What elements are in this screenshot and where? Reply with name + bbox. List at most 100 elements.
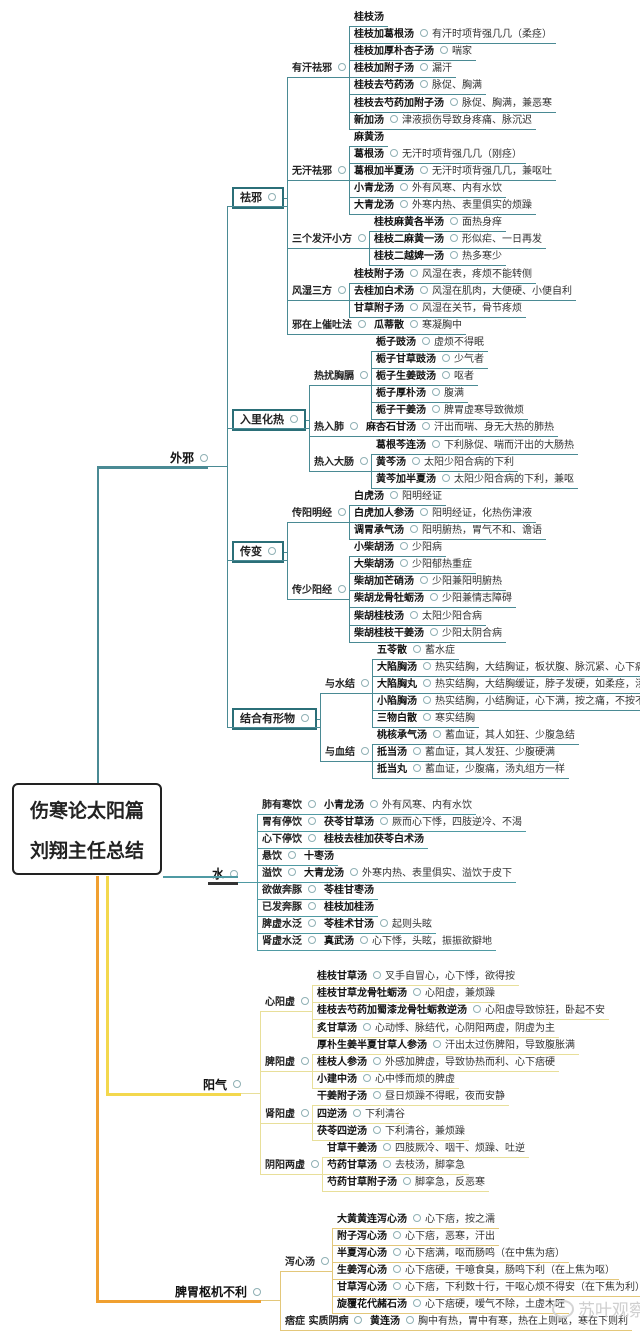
- collapse-toggle-icon[interactable]: [400, 542, 408, 551]
- formula-node[interactable]: 白虎加人参汤阳明经证，化热伤津液: [354, 506, 532, 522]
- formula-node[interactable]: 附子泻心汤心下痞，恶寒，汗出: [337, 1229, 495, 1245]
- collapse-toggle-icon[interactable]: [360, 936, 368, 944]
- topic-node[interactable]: 入里化热: [232, 408, 306, 431]
- formula-node[interactable]: 小青龙汤外有风寒、内有水饮: [324, 798, 472, 814]
- formula-node[interactable]: 桂枝二越婢一汤热多寒少: [374, 249, 502, 265]
- collapse-toggle-icon[interactable]: [420, 63, 428, 72]
- collapse-toggle-icon[interactable]: [200, 453, 209, 462]
- formula-node[interactable]: 栀子生姜豉汤呕者: [376, 369, 474, 385]
- formula-node[interactable]: 桂枝人参汤外感加脾虚，导致协热而利、心下痞硬: [317, 1055, 555, 1071]
- collapse-toggle-icon[interactable]: [423, 661, 431, 670]
- collapse-toggle-icon[interactable]: [308, 936, 316, 944]
- formula-node[interactable]: 桃核承气汤蓄血证，其人如狂、少腹急结: [377, 728, 575, 744]
- collapse-toggle-icon[interactable]: [373, 1057, 381, 1065]
- collapse-toggle-icon[interactable]: [288, 868, 296, 876]
- collapse-toggle-icon[interactable]: [338, 584, 346, 593]
- topic-node[interactable]: 欲做奔豚: [262, 883, 316, 899]
- formula-node[interactable]: 大青龙汤外寒内热、表里俱实的烦躁: [354, 198, 532, 214]
- collapse-toggle-icon[interactable]: [301, 1057, 309, 1065]
- formula-node[interactable]: 旋覆花代赭石汤心下痞硬，嗳气不除，土虚木旺: [337, 1297, 565, 1313]
- collapse-toggle-icon[interactable]: [420, 576, 428, 585]
- collapse-toggle-icon[interactable]: [288, 851, 296, 859]
- formula-node[interactable]: 大青龙汤外寒内热、表里俱实、溢饮于皮下: [304, 866, 512, 882]
- collapse-toggle-icon[interactable]: [373, 971, 381, 979]
- topic-node[interactable]: 心下停饮: [262, 832, 316, 848]
- collapse-toggle-icon[interactable]: [390, 490, 398, 499]
- collapse-toggle-icon[interactable]: [432, 405, 440, 414]
- collapse-toggle-icon[interactable]: [393, 1265, 401, 1273]
- formula-node[interactable]: 甘草附子汤风湿在关节，骨节疼烦: [354, 301, 522, 317]
- collapse-toggle-icon[interactable]: [440, 46, 448, 55]
- formula-node[interactable]: 甘草干姜汤四肢厥冷、咽干、烦躁、吐逆: [327, 1141, 525, 1157]
- topic-node[interactable]: 肾阳虚: [265, 1107, 309, 1123]
- collapse-toggle-icon[interactable]: [301, 714, 309, 723]
- formula-node[interactable]: 抵当丸蓄血证，少腹痛，汤丸组方一样: [377, 762, 565, 778]
- topic-node[interactable]: 邪在上催吐法: [292, 318, 366, 334]
- collapse-toggle-icon[interactable]: [433, 730, 441, 739]
- formula-node[interactable]: 栀子豉汤虚烦不得眠: [376, 335, 484, 351]
- collapse-toggle-icon[interactable]: [430, 593, 438, 602]
- formula-node[interactable]: 炙甘草汤心动悸、脉结代，心阴阳两虚，阴虚为主: [317, 1021, 555, 1037]
- main-branch-node[interactable]: 脾胃枢机不利: [175, 1284, 262, 1300]
- formula-node[interactable]: 芍药甘草附子汤脚挛急，反恶寒: [327, 1175, 485, 1191]
- collapse-toggle-icon[interactable]: [338, 285, 346, 294]
- topic-node[interactable]: 与水结: [325, 677, 369, 693]
- collapse-toggle-icon[interactable]: [410, 319, 418, 328]
- collapse-toggle-icon[interactable]: [432, 439, 440, 448]
- collapse-toggle-icon[interactable]: [350, 422, 358, 431]
- formula-node[interactable]: 黄芩汤太阳少阳合病的下利: [376, 455, 514, 471]
- collapse-toggle-icon[interactable]: [308, 834, 316, 842]
- collapse-toggle-icon[interactable]: [410, 610, 418, 619]
- collapse-toggle-icon[interactable]: [413, 644, 421, 653]
- collapse-toggle-icon[interactable]: [450, 217, 458, 226]
- formula-node[interactable]: 小青龙汤外有风寒、内有水饮: [354, 181, 502, 197]
- formula-node[interactable]: 芍药甘草汤去枝汤，脚挛急: [327, 1158, 465, 1174]
- formula-node[interactable]: 葛根汤无汗时项背强几几（刚痉）: [354, 147, 522, 163]
- formula-node[interactable]: 大柴胡汤少阳郁热重症: [354, 557, 472, 573]
- formula-node[interactable]: 大黄黄连泻心汤心下痞，按之濡: [337, 1212, 495, 1228]
- topic-node[interactable]: 传阳明经: [292, 506, 346, 522]
- collapse-toggle-icon[interactable]: [290, 414, 298, 423]
- formula-node[interactable]: 桂枝加厚朴杏子汤喘家: [354, 44, 472, 60]
- collapse-toggle-icon[interactable]: [420, 80, 428, 89]
- collapse-toggle-icon[interactable]: [450, 234, 458, 243]
- topic-node[interactable]: 泻心汤: [285, 1255, 329, 1271]
- topic-node[interactable]: 风湿三方: [292, 284, 346, 300]
- topic-node[interactable]: 溢饮: [262, 866, 296, 882]
- formula-node[interactable]: 桂枝加桂汤: [324, 900, 374, 916]
- formula-node[interactable]: 桂枝去桂加茯苓白术汤: [324, 832, 424, 848]
- formula-node[interactable]: 栀子厚朴汤腹满: [376, 386, 464, 402]
- formula-node[interactable]: 干姜附子汤昼日烦躁不得眠，夜而安静: [317, 1089, 505, 1105]
- collapse-toggle-icon[interactable]: [410, 268, 418, 277]
- formula-node[interactable]: 三物白散寒实结胸: [377, 711, 475, 727]
- collapse-toggle-icon[interactable]: [360, 371, 368, 380]
- collapse-toggle-icon[interactable]: [373, 1125, 381, 1134]
- formula-node[interactable]: 真武汤心下悸，头眩，振振欲擗地: [324, 934, 492, 950]
- formula-node[interactable]: 葛根加半夏汤无汗时项背强几几，兼呕吐: [354, 164, 552, 180]
- formula-node[interactable]: 柴胡龙骨牡蛎汤少阳兼情志障碍: [354, 591, 512, 607]
- collapse-toggle-icon[interactable]: [253, 1287, 262, 1296]
- formula-node[interactable]: 小建中汤心中悸而烦的脾虚: [317, 1072, 455, 1088]
- topic-node[interactable]: 脾阳虚: [265, 1055, 309, 1071]
- formula-node[interactable]: 厚朴生姜半夏甘草人参汤汗出太过伤脾阳，导致腹胀满: [317, 1038, 575, 1054]
- formula-node[interactable]: 五苓散蓄水症: [377, 643, 455, 659]
- formula-node[interactable]: 桂枝二麻黄一汤形似疟、一日再发: [374, 232, 542, 248]
- formula-node[interactable]: 柴胡加芒硝汤少阳兼阳明腑热: [354, 574, 502, 590]
- collapse-toggle-icon[interactable]: [420, 29, 428, 38]
- collapse-toggle-icon[interactable]: [268, 192, 276, 201]
- formula-node[interactable]: 桂枝去芍药加附子汤脉促、胸满，兼恶寒: [354, 96, 552, 112]
- collapse-toggle-icon[interactable]: [420, 507, 428, 516]
- collapse-toggle-icon[interactable]: [422, 422, 430, 431]
- root-node[interactable]: 伤寒论太阳篇 刘翔主任总结: [12, 783, 162, 875]
- collapse-toggle-icon[interactable]: [361, 747, 369, 756]
- formula-node[interactable]: 苓桂甘枣汤: [324, 883, 374, 899]
- collapse-toggle-icon[interactable]: [338, 507, 346, 516]
- formula-node[interactable]: 去桂加白术汤风湿在肌肉，大便硬、小便自利: [354, 284, 572, 300]
- collapse-toggle-icon[interactable]: [393, 1231, 401, 1239]
- collapse-toggle-icon[interactable]: [400, 200, 408, 209]
- collapse-toggle-icon[interactable]: [390, 148, 398, 157]
- collapse-toggle-icon[interactable]: [353, 1108, 361, 1117]
- collapse-toggle-icon[interactable]: [400, 183, 408, 191]
- collapse-toggle-icon[interactable]: [420, 285, 428, 294]
- formula-node[interactable]: 柴胡桂枝干姜汤少阳太阴合病: [354, 626, 502, 642]
